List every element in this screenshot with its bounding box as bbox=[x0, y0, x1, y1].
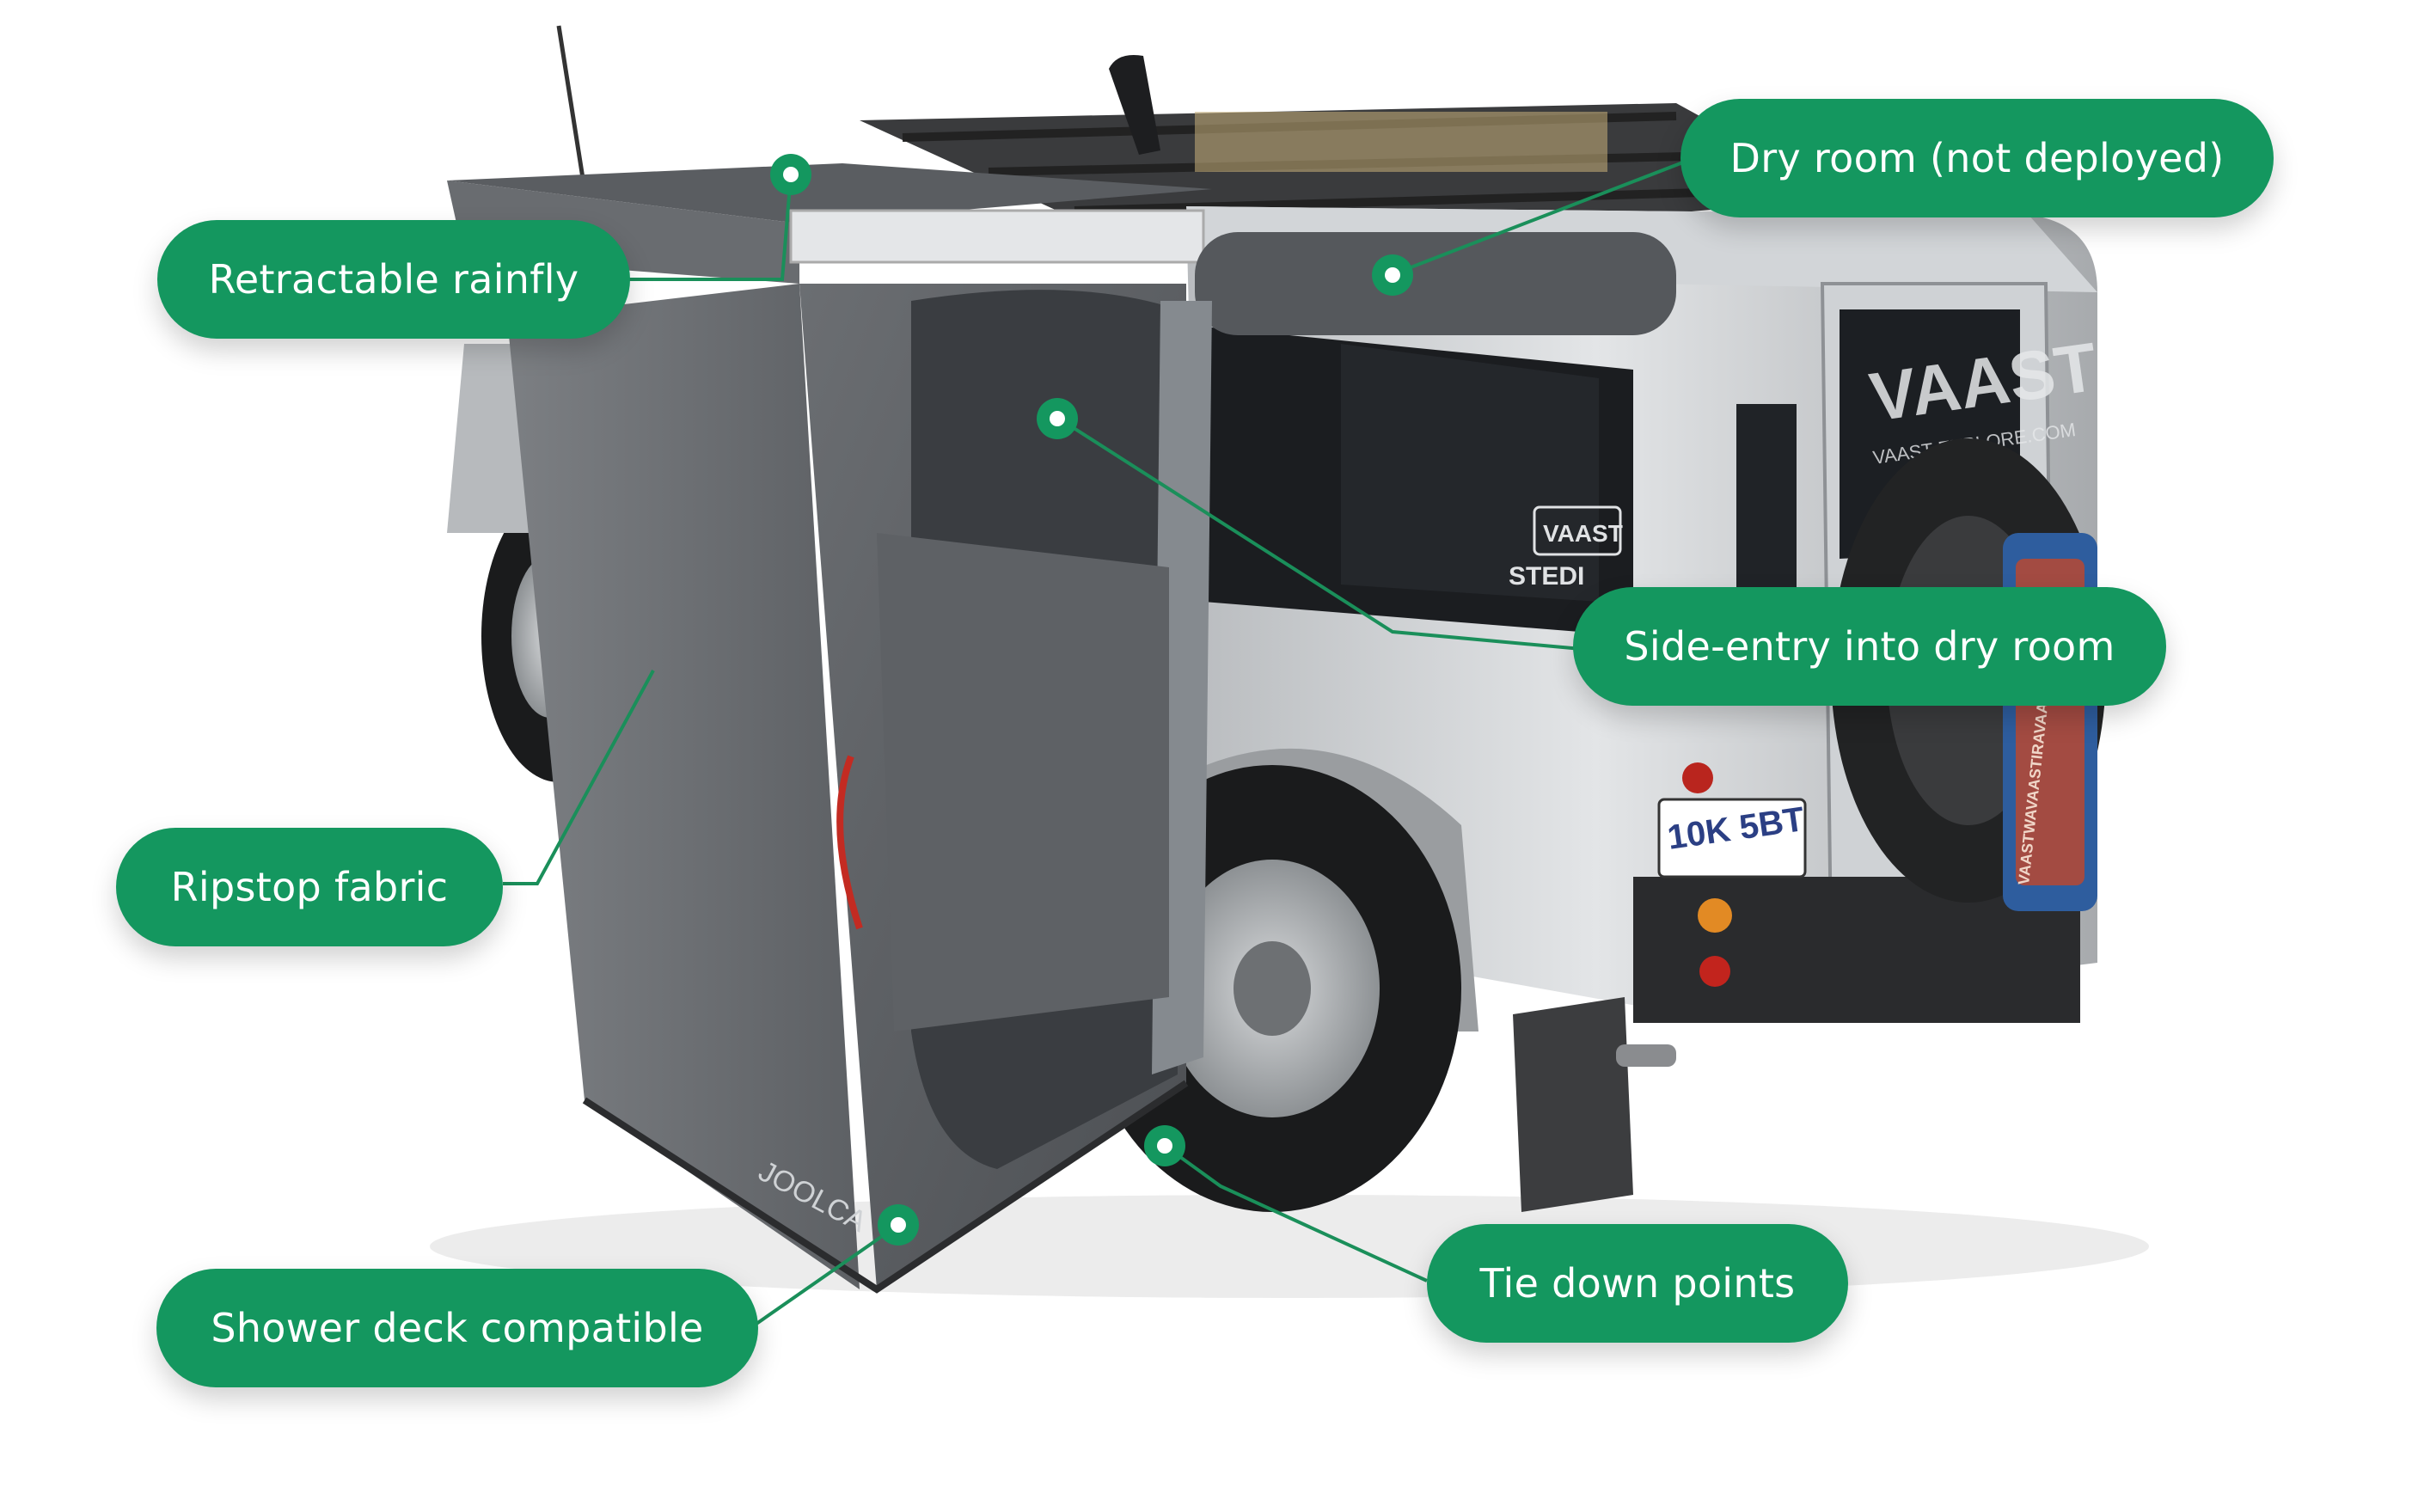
badge-bottom-text: STEDI bbox=[1509, 562, 1584, 591]
marker-tie-down bbox=[1144, 1125, 1185, 1166]
leader-tie-down bbox=[1163, 1144, 1428, 1282]
leader-dry-room bbox=[1390, 157, 1693, 277]
callout-tie-down-points-label: Tie down points bbox=[1479, 1260, 1796, 1307]
marker-dry-room bbox=[1372, 254, 1413, 296]
dry-room-bag bbox=[1195, 232, 1676, 335]
marker-retractable-rainfly bbox=[770, 154, 811, 195]
leader-side-entry bbox=[1057, 417, 1582, 651]
callout-side-entry-label: Side-entry into dry room bbox=[1624, 623, 2115, 670]
snorkel bbox=[1109, 55, 1160, 155]
callout-shower-deck-label: Shower deck compatible bbox=[211, 1305, 704, 1351]
marker-side-entry bbox=[1037, 398, 1078, 439]
callout-retractable-rainfly-label: Retractable rainfly bbox=[208, 256, 579, 303]
leader-shower-deck bbox=[755, 1223, 900, 1325]
callout-dry-room: Dry room (not deployed) bbox=[1680, 99, 2274, 217]
shower-tent bbox=[507, 284, 1212, 1294]
antenna bbox=[556, 25, 587, 190]
callout-tie-down-points: Tie down points bbox=[1427, 1224, 1848, 1343]
leader-lines bbox=[503, 157, 1693, 1325]
callout-dry-room-label: Dry room (not deployed) bbox=[1729, 135, 2225, 181]
marker-dots bbox=[770, 154, 1413, 1246]
callout-side-entry: Side-entry into dry room bbox=[1573, 587, 2166, 706]
callout-ripstop-fabric-label: Ripstop fabric bbox=[170, 864, 449, 910]
callout-shower-deck: Shower deck compatible bbox=[156, 1269, 758, 1387]
badge-top-text: VAAST bbox=[1543, 520, 1623, 547]
leader-retractable-rainfly bbox=[623, 174, 793, 281]
callout-ripstop-fabric: Ripstop fabric bbox=[116, 828, 503, 946]
callout-retractable-rainfly: Retractable rainfly bbox=[157, 220, 630, 339]
marker-shower-deck bbox=[878, 1204, 919, 1246]
leader-ripstop bbox=[503, 670, 655, 885]
